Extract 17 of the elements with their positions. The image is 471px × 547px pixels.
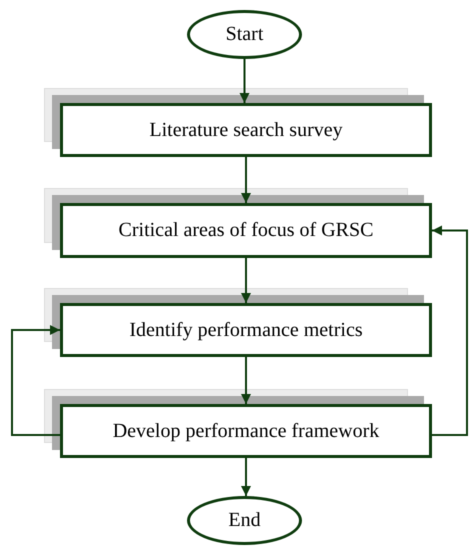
node-label: Literature search survey xyxy=(149,118,343,142)
node-label: Critical areas of focus of GRSC xyxy=(118,218,374,243)
arrow xyxy=(241,157,251,203)
node-label: Develop performance framework xyxy=(112,418,380,444)
arrow xyxy=(11,325,60,436)
node-label: Start xyxy=(226,22,264,47)
arrow xyxy=(240,59,250,103)
node-label: End xyxy=(228,508,261,533)
process-box xyxy=(60,404,432,458)
arrow xyxy=(241,258,251,303)
node-label: Identify performance metrics xyxy=(129,318,363,342)
arrow xyxy=(432,226,468,436)
process-box xyxy=(60,303,432,357)
arrow xyxy=(241,357,251,404)
process-box xyxy=(60,203,432,258)
arrow xyxy=(241,458,251,496)
process-box xyxy=(60,103,432,157)
